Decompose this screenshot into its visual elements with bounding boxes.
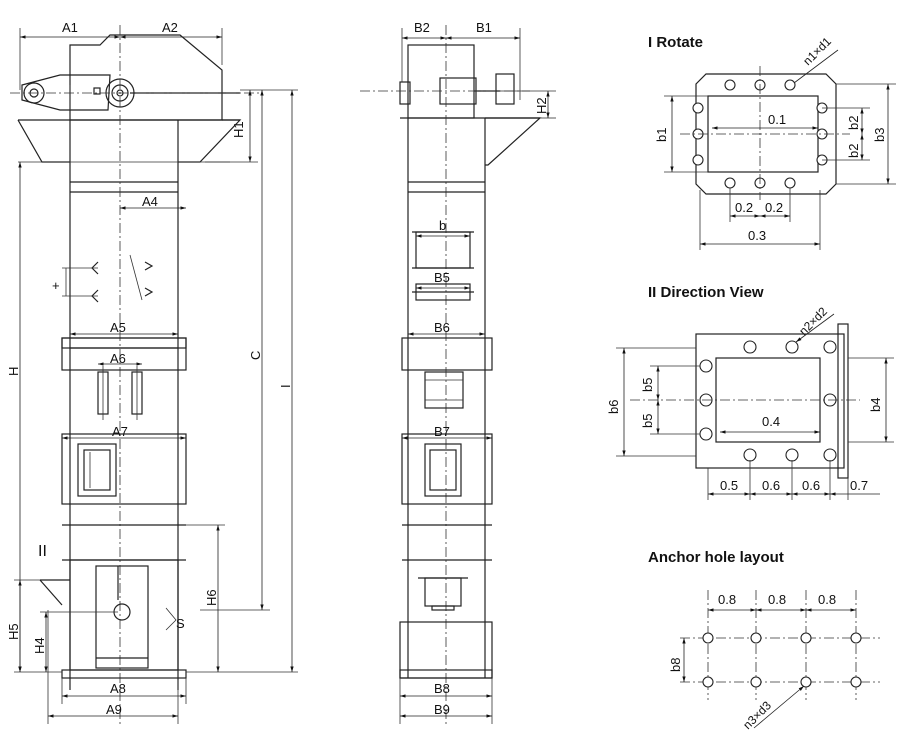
label-A8: A8: [110, 681, 126, 696]
rotate-b1: b1: [654, 128, 669, 142]
rotate-view: I Rotate n1×d1 0.1 b1 b2 b2: [648, 34, 896, 250]
direction-b5-bottom: b5: [640, 414, 655, 428]
label-H: H: [6, 367, 21, 376]
label-H1: H1: [231, 121, 246, 138]
direction-b4: b4: [868, 398, 883, 412]
direction-d06-left: 0.6: [762, 478, 780, 493]
rotate-b3: b3: [872, 128, 887, 142]
label-B6: B6: [434, 320, 450, 335]
anchor-d08-2: 0.8: [768, 592, 786, 607]
direction-d06-right: 0.6: [802, 478, 820, 493]
label-H5: H5: [6, 623, 21, 640]
direction-b5-top: b5: [640, 378, 655, 392]
label-A4: A4: [142, 194, 158, 209]
anchor-holes: [702, 632, 862, 688]
rotate-holes-label: n1×d1: [800, 34, 834, 68]
label-I: I: [278, 384, 293, 388]
direction-holes: [699, 340, 837, 462]
label-B1: B1: [476, 20, 492, 35]
label-A6: A6: [110, 351, 126, 366]
rotate-d01: 0.1: [768, 112, 786, 127]
label-II: II: [38, 543, 47, 560]
label-B9: B9: [434, 702, 450, 717]
direction-d04: 0.4: [762, 414, 780, 429]
rotate-d02-left: 0.2: [735, 200, 753, 215]
label-H6: H6: [204, 589, 219, 606]
anchor-d08-1: 0.8: [718, 592, 736, 607]
rotate-b2-top: b2: [846, 116, 861, 130]
label-B5: B5: [434, 270, 450, 285]
side-view: B2 B1 H2 b B5 B6 B7 B8 B9: [360, 20, 556, 725]
front-view: A1 A2 A4 A5 A6 A7 A8 A9 H1 C I H H5 H4 H…: [6, 20, 298, 725]
direction-d05: 0.5: [720, 478, 738, 493]
rotate-d02-right: 0.2: [765, 200, 783, 215]
label-H4: H4: [32, 637, 47, 654]
label-B8: B8: [434, 681, 450, 696]
anchor-title: Anchor hole layout: [648, 549, 784, 566]
direction-title: II Direction View: [648, 284, 764, 301]
label-A2: A2: [162, 20, 178, 35]
direction-b6: b6: [606, 400, 621, 414]
label-B7: B7: [434, 424, 450, 439]
label-plus: +: [52, 278, 60, 293]
rotate-title: I Rotate: [648, 34, 703, 51]
label-A9: A9: [106, 702, 122, 717]
anchor-b8: b8: [668, 658, 683, 672]
label-S: S: [176, 616, 185, 631]
label-A5: A5: [110, 320, 126, 335]
direction-view: II Direction View n2×d2 0.4: [606, 284, 894, 500]
label-H2: H2: [534, 97, 549, 114]
anchor-view: Anchor hole layout 0.8 0.8 0.8 b8 n3×d3: [648, 549, 880, 732]
label-C: C: [248, 351, 263, 360]
label-A1: A1: [62, 20, 78, 35]
rotate-d03: 0.3: [748, 228, 766, 243]
label-A7: A7: [112, 424, 128, 439]
anchor-d08-3: 0.8: [818, 592, 836, 607]
direction-holes-label: n2×d2: [796, 304, 830, 338]
rotate-b2-bottom: b2: [846, 144, 861, 158]
label-b: b: [439, 218, 446, 233]
direction-d07: 0.7: [850, 478, 868, 493]
label-B2: B2: [414, 20, 430, 35]
